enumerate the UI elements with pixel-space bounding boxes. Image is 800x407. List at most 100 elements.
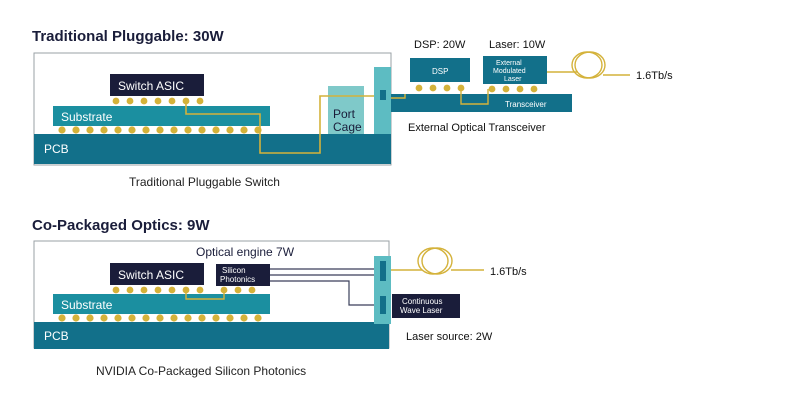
silicon-photonics-label-2: Photonics [220, 275, 255, 284]
cpo-title: Co-Packaged Optics: 9W [32, 217, 210, 234]
traditional-pcb [34, 134, 391, 164]
cpo-substrate-label: Substrate [61, 298, 113, 312]
dsp-to-eml-trace [460, 88, 489, 105]
cpo-pcb [34, 322, 389, 349]
cpo-caption: NVIDIA Co-Packaged Silicon Photonics [96, 364, 306, 378]
bump [58, 126, 66, 134]
bump [154, 286, 162, 294]
bump [100, 126, 108, 134]
transceiver-body [391, 94, 572, 112]
laser-source-label: Laser source: 2W [406, 331, 493, 343]
transceiver-faceplate [374, 67, 391, 134]
bump [126, 286, 134, 294]
cpo-substrate-bumps [58, 314, 262, 322]
traditional-substrate-bumps [58, 126, 262, 134]
bump [226, 126, 234, 134]
dsp-chip [410, 58, 470, 82]
cpo-pcb-label: PCB [44, 329, 69, 343]
bump [140, 97, 148, 105]
traditional-electrical-trace [185, 95, 376, 154]
bump [170, 314, 178, 322]
eml-label-2: Modulated [493, 68, 526, 75]
asic-to-siph-trace [185, 290, 225, 300]
bump [112, 286, 120, 294]
bump [184, 314, 192, 322]
bump [112, 97, 120, 105]
bump [196, 97, 204, 105]
bump [114, 126, 122, 134]
bump [429, 84, 437, 92]
traditional-pcb-label: PCB [44, 142, 69, 156]
traditional-switch-asic [110, 74, 204, 96]
dsp-label: DSP [432, 67, 448, 76]
bump [168, 286, 176, 294]
bottom-bandwidth-label: 1.6Tb/s [490, 266, 527, 278]
bump [488, 85, 496, 93]
transceiver-trace-in [391, 94, 406, 99]
bump [142, 314, 150, 322]
dsp-power-label: DSP: 20W [414, 39, 466, 51]
bump [128, 126, 136, 134]
bump [168, 97, 176, 105]
top-bandwidth-label: 1.6Tb/s [636, 70, 673, 82]
bump [234, 286, 242, 294]
bump [100, 314, 108, 322]
bump [415, 84, 423, 92]
external-optical-transceiver-label: External Optical Transceiver [408, 122, 546, 134]
bump [184, 126, 192, 134]
eml-bumps [488, 85, 538, 93]
cpo-fiber-lines [270, 268, 374, 306]
port-cage [328, 86, 364, 134]
faceplate-connector [380, 90, 386, 100]
bump [58, 314, 66, 322]
cpo-faceplate-connector-bottom [380, 296, 386, 314]
bump [86, 126, 94, 134]
eml-label-3: Laser [504, 76, 522, 83]
cpo-faceplate-connector-top [380, 261, 386, 281]
bottom-fiber-coil [391, 247, 484, 275]
bump [530, 85, 538, 93]
eml-chip [483, 56, 547, 84]
bump [516, 85, 524, 93]
top-fiber-coil [547, 51, 630, 79]
silicon-photonics-label-1: Silicon [222, 266, 246, 275]
traditional-caption: Traditional Pluggable Switch [129, 175, 280, 189]
bump [254, 314, 262, 322]
bump [114, 314, 122, 322]
traditional-substrate-label: Substrate [61, 110, 113, 124]
bump [226, 314, 234, 322]
cpo-switch-asic [110, 263, 204, 285]
silicon-photonics-bumps [220, 286, 256, 294]
transceiver-label: Transceiver [505, 100, 547, 109]
bump [198, 314, 206, 322]
bump [142, 126, 150, 134]
bump [248, 286, 256, 294]
bump [156, 314, 164, 322]
bump [196, 286, 204, 294]
cw-laser-label-2: Wave Laser [400, 306, 443, 315]
port-cage-label-1: Port [333, 107, 356, 121]
bump [154, 97, 162, 105]
bump [502, 85, 510, 93]
bump [170, 126, 178, 134]
optical-engine-label: Optical engine 7W [196, 245, 295, 259]
bump [72, 126, 80, 134]
silicon-photonics-chip [216, 264, 270, 286]
bump [443, 84, 451, 92]
laser-power-label: Laser: 10W [489, 39, 546, 51]
traditional-asic-bumps [112, 97, 204, 105]
bump [156, 126, 164, 134]
bump [128, 314, 136, 322]
traditional-substrate [53, 106, 270, 126]
bump [240, 126, 248, 134]
bump [212, 126, 220, 134]
bump [212, 314, 220, 322]
cw-laser-label-1: Continuous [402, 297, 442, 306]
traditional-title: Traditional Pluggable: 30W [32, 28, 225, 45]
traditional-switch-asic-label: Switch ASIC [118, 79, 184, 93]
port-cage-label-2: Cage [333, 120, 362, 134]
cpo-switch-asic-label: Switch ASIC [118, 268, 184, 282]
eml-label-1: External [496, 60, 522, 67]
bump [72, 314, 80, 322]
